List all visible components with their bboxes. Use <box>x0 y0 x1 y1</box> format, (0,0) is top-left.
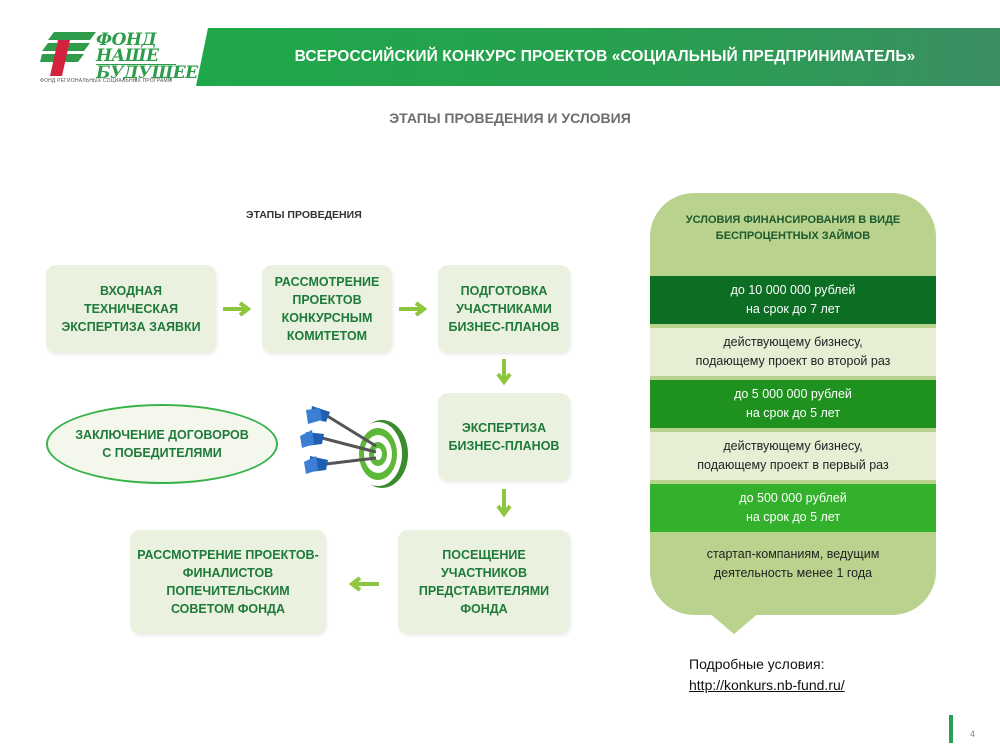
condition-row-5-line1: до 500 000 рублей <box>739 491 847 505</box>
condition-row-4-line2: подающему проект в первый раз <box>697 458 889 472</box>
logo-line1: ФОНД <box>96 30 157 50</box>
logo-stripes-icon <box>40 32 96 76</box>
condition-row-4-line1: действующему бизнесу, <box>723 439 863 453</box>
page-marker <box>949 715 953 743</box>
details-block: Подробные условия: http://konkurs.nb-fun… <box>689 654 845 696</box>
final-stage-oval: ЗАКЛЮЧЕНИЕ ДОГОВОРОВ С ПОБЕДИТЕЛЯМИ <box>46 404 278 484</box>
logo-subline: ФОНД РЕГИОНАЛЬНЫХ СОЦИАЛЬНЫХ ПРОГРАММ <box>40 78 173 84</box>
condition-row-6-line1: стартап-компаниям, ведущим <box>706 547 880 561</box>
header-banner <box>196 28 1000 86</box>
page-subtitle: ЭТАПЫ ПРОВЕДЕНИЯ И УСЛОВИЯ <box>389 110 631 126</box>
condition-row-6: стартап-компаниям, ведущим деятельность м… <box>650 540 936 588</box>
condition-row-1-line1: до 10 000 000 рублей <box>730 283 856 297</box>
stages-label: ЭТАПЫ ПРОВЕДЕНИЯ <box>246 209 362 221</box>
condition-row-2-line2: подающему проект во второй раз <box>695 354 891 368</box>
details-link[interactable]: http://konkurs.nb-fund.ru/ <box>689 677 845 693</box>
fund-logo: ФОНД НАШЕ БУДУЩЕЕ ФОНД РЕГИОНАЛЬНЫХ СОЦИ… <box>40 28 198 90</box>
arrow-down-icon <box>496 489 512 518</box>
conditions-title: УСЛОВИЯ ФИНАНСИРОВАНИЯ В ВИДЕ БЕСПРОЦЕНТ… <box>685 214 901 242</box>
condition-row-1: до 10 000 000 рублей на срок до 7 лет <box>650 276 936 324</box>
stage-box-5: ПОСЕЩЕНИЕ УЧАСТНИКОВ ПРЕДСТАВИТЕЛЯМИ ФОН… <box>398 530 570 634</box>
stage-box-3: ПОДГОТОВКА УЧАСТНИКАМИ БИЗНЕС-ПЛАНОВ <box>438 265 570 353</box>
condition-row-3-line2: на срок до 5 лет <box>745 406 841 420</box>
details-label: Подробные условия: <box>689 656 825 672</box>
arrow-right-icon <box>399 301 428 317</box>
condition-row-4: действующему бизнесу, подающему проект в … <box>650 432 936 480</box>
arrow-down-icon <box>496 359 512 386</box>
condition-row-2: действующему бизнесу, подающему проект во… <box>650 328 936 376</box>
arrow-left-icon <box>348 576 379 592</box>
condition-row-5-line2: на срок до 5 лет <box>745 510 841 524</box>
stage-box-2: РАССМОТРЕНИЕ ПРОЕКТОВ КОНКУРСНЫМ КОМИТЕТ… <box>262 265 392 353</box>
final-stage-label: ЗАКЛЮЧЕНИЕ ДОГОВОРОВ С ПОБЕДИТЕЛЯМИ <box>75 428 249 460</box>
logo-line3: БУДУЩЕЕ <box>96 63 198 83</box>
logo-line2: НАШЕ <box>96 48 176 65</box>
condition-row-5: до 500 000 рублей на срок до 5 лет <box>650 484 936 532</box>
stage-box-4: ЭКСПЕРТИЗА БИЗНЕС-ПЛАНОВ <box>438 393 570 481</box>
stage-box-1: ВХОДНАЯ ТЕХНИЧЕСКАЯ ЭКСПЕРТИЗА ЗАЯВКИ <box>46 265 216 353</box>
condition-row-3-line1: до 5 000 000 рублей <box>734 387 852 401</box>
condition-row-3: до 5 000 000 рублей на срок до 5 лет <box>650 380 936 428</box>
condition-row-6-line2: деятельность менее 1 года <box>713 566 873 580</box>
arrow-right-icon <box>223 301 252 317</box>
page-number: 4 <box>970 729 976 739</box>
stage-box-6: РАССМОТРЕНИЕ ПРОЕКТОВ-ФИНАЛИСТОВ ПОПЕЧИТ… <box>130 530 326 634</box>
conditions-panel-tail <box>708 612 760 634</box>
condition-row-1-line2: на срок до 7 лет <box>745 302 841 316</box>
target-darts-icon <box>300 406 408 488</box>
logo-wordmark: ФОНД НАШЕ БУДУЩЕЕ <box>96 30 198 83</box>
condition-row-2-line1: действующему бизнесу, <box>723 335 863 349</box>
header-title: ВСЕРОССИЙСКИЙ КОНКУРС ПРОЕКТОВ «СОЦИАЛЬН… <box>294 48 916 65</box>
